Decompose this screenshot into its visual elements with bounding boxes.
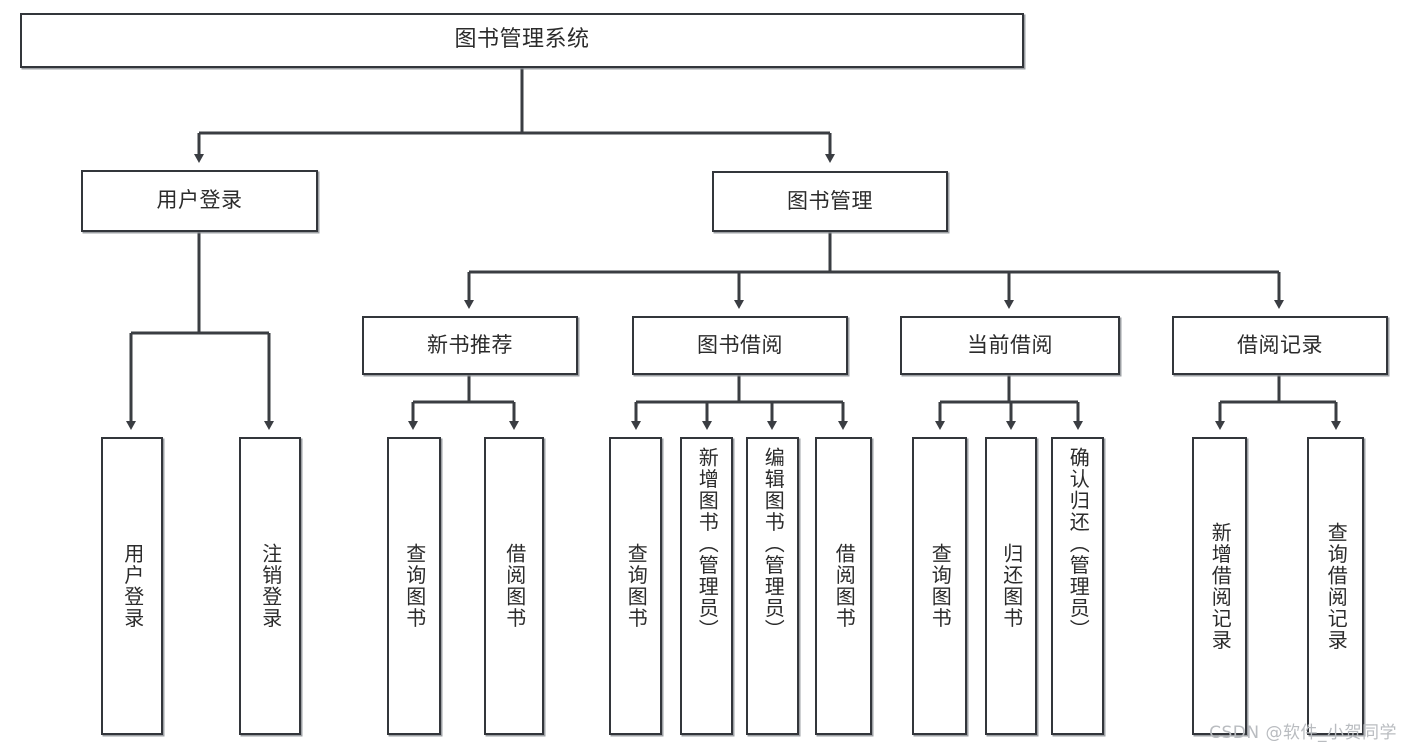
node-leaf-logout-label: 注销登录 xyxy=(258,543,283,629)
node-leaf-confirm-return-label: 确认归还（管理员） xyxy=(1066,447,1091,641)
node-leaf-edit-book[interactable]: 编辑图书（管理员） xyxy=(746,437,799,735)
node-current-borrow-label: 当前借阅 xyxy=(967,332,1053,357)
node-root[interactable]: 图书管理系统 xyxy=(20,13,1024,68)
node-current-borrow[interactable]: 当前借阅 xyxy=(900,316,1120,375)
node-leaf-logout[interactable]: 注销登录 xyxy=(239,437,301,735)
node-leaf-add-book-label: 新增图书（管理员） xyxy=(695,447,720,641)
node-leaf-add-book[interactable]: 新增图书（管理员） xyxy=(680,437,733,735)
node-new-book-recommend-label: 新书推荐 xyxy=(427,332,513,357)
node-leaf-borrow-book-1-label: 借阅图书 xyxy=(502,543,527,629)
node-book-manage-label: 图书管理 xyxy=(787,188,873,213)
node-leaf-query-record[interactable]: 查询借阅记录 xyxy=(1307,437,1364,735)
node-leaf-query-book-2[interactable]: 查询图书 xyxy=(609,437,662,735)
node-user-login[interactable]: 用户登录 xyxy=(81,170,318,232)
node-leaf-query-book-2-label: 查询图书 xyxy=(624,543,649,629)
node-leaf-query-book-1-label: 查询图书 xyxy=(402,543,427,629)
node-leaf-user-login[interactable]: 用户登录 xyxy=(101,437,163,735)
node-leaf-query-book-3[interactable]: 查询图书 xyxy=(912,437,967,735)
node-root-label: 图书管理系统 xyxy=(454,27,590,53)
node-leaf-add-record-label: 新增借阅记录 xyxy=(1208,521,1233,651)
node-new-book-recommend[interactable]: 新书推荐 xyxy=(362,316,578,375)
node-leaf-query-book-3-label: 查询图书 xyxy=(928,543,953,629)
node-borrow-record-label: 借阅记录 xyxy=(1237,332,1323,357)
node-leaf-user-login-label: 用户登录 xyxy=(120,543,145,629)
node-book-borrow[interactable]: 图书借阅 xyxy=(632,316,848,375)
node-leaf-query-book-1[interactable]: 查询图书 xyxy=(387,437,441,735)
node-leaf-return-book-label: 归还图书 xyxy=(999,543,1024,629)
node-leaf-edit-book-label: 编辑图书（管理员） xyxy=(761,447,786,641)
node-book-borrow-label: 图书借阅 xyxy=(697,332,783,357)
node-leaf-borrow-book-1[interactable]: 借阅图书 xyxy=(484,437,544,735)
node-leaf-query-record-label: 查询借阅记录 xyxy=(1324,521,1349,651)
node-leaf-confirm-return[interactable]: 确认归还（管理员） xyxy=(1051,437,1104,735)
watermark-text: CSDN @软件_小贺同学 xyxy=(1209,723,1397,743)
node-leaf-return-book[interactable]: 归还图书 xyxy=(985,437,1037,735)
node-user-login-label: 用户登录 xyxy=(156,188,243,213)
node-leaf-add-record[interactable]: 新增借阅记录 xyxy=(1192,437,1247,735)
node-borrow-record[interactable]: 借阅记录 xyxy=(1172,316,1388,375)
node-leaf-borrow-book-2[interactable]: 借阅图书 xyxy=(815,437,872,735)
node-book-manage[interactable]: 图书管理 xyxy=(712,171,948,232)
node-leaf-borrow-book-2-label: 借阅图书 xyxy=(832,543,857,629)
